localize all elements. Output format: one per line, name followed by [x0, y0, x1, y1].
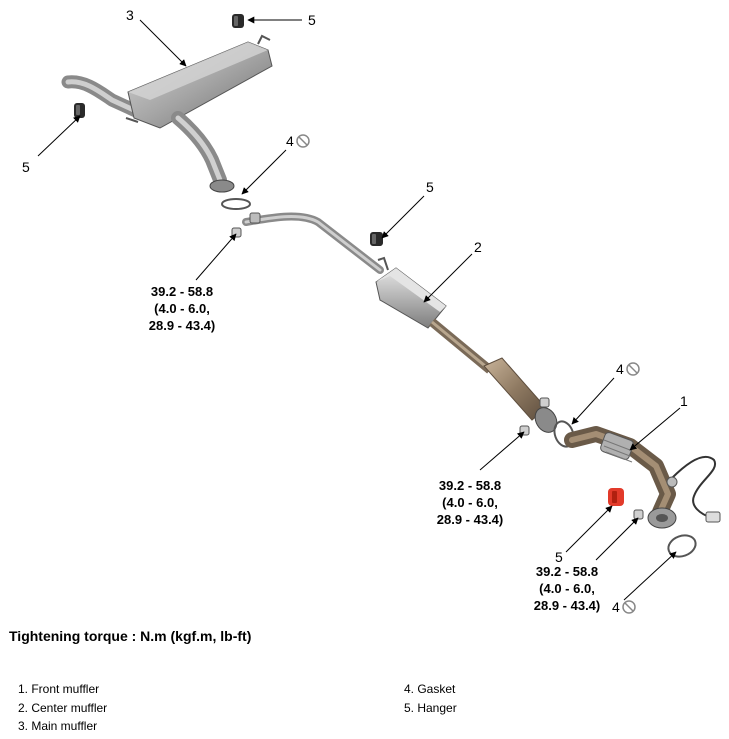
leader-5-left [37, 115, 81, 157]
callout-5-middle: 5 [426, 179, 434, 195]
leader-2 [423, 253, 473, 303]
legend-item-main-muffler: 3. Main muffler [18, 719, 98, 733]
torque-spec-rear: 39.2 - 58.8 (4.0 - 6.0, 28.9 - 43.4) [149, 284, 216, 333]
leader-torque-rear [195, 233, 237, 281]
leader-torque-front [595, 517, 639, 561]
do-not-reuse-icon [622, 600, 636, 614]
hanger-middle [370, 232, 383, 246]
torque-line2: (4.0 - 6.0, [442, 495, 498, 510]
bolt-rear [231, 227, 242, 238]
callout-4-rear: 4 [286, 133, 294, 149]
torque-line1: 39.2 - 58.8 [536, 564, 598, 579]
torque-line1: 39.2 - 58.8 [151, 284, 213, 299]
hanger-top [232, 14, 244, 28]
legend-right: 4. Gasket 5. Hanger [404, 680, 457, 717]
legend-item-front-muffler: 1. Front muffler [18, 682, 100, 696]
front-muffler [564, 426, 721, 529]
leader-3 [139, 19, 187, 67]
callout-5-front: 5 [555, 549, 563, 565]
hanger-left [74, 103, 85, 118]
torque-spec-middle: 39.2 - 58.8 (4.0 - 6.0, 28.9 - 43.4) [437, 478, 504, 527]
torque-line3: 28.9 - 43.4) [534, 598, 601, 613]
leader-torque-middle [479, 431, 525, 471]
exhaust-system-diagram: 3 5 5 4 5 2 4 1 5 4 39.2 - 58.8 (4.0 - 6… [22, 7, 721, 615]
leader-5-front [565, 505, 613, 553]
hanger-front [608, 488, 624, 506]
legend-item-center-muffler: 2. Center muffler [18, 700, 108, 715]
callout-4-front: 4 [612, 599, 620, 615]
do-not-reuse-icon [626, 362, 640, 376]
torque-unit-note: Tightening torque : N.m (kgf.m, lb-ft) [9, 628, 252, 644]
gasket-rear [221, 198, 251, 210]
callout-4-middle: 4 [616, 361, 624, 377]
gasket-front [667, 534, 697, 558]
torque-line3: 28.9 - 43.4) [437, 512, 504, 527]
torque-line2: (4.0 - 6.0, [154, 301, 210, 316]
callout-3: 3 [126, 7, 134, 23]
bolt-front [633, 509, 644, 520]
torque-line2: (4.0 - 6.0, [539, 581, 595, 596]
leader-5-middle [381, 195, 425, 239]
callout-5-top: 5 [308, 12, 316, 28]
leader-4-middle [571, 377, 615, 425]
legend-left: 1. Front muffler 2. Center muffler 3. Ma… [18, 680, 107, 736]
callout-2: 2 [474, 239, 482, 255]
leader-1 [629, 407, 681, 451]
torque-line3: 28.9 - 43.4) [149, 318, 216, 333]
callout-1: 1 [680, 393, 688, 409]
torque-line1: 39.2 - 58.8 [439, 478, 501, 493]
wire-connector-icon [705, 511, 721, 523]
leader-4-rear [241, 149, 287, 195]
leader-4-front [623, 551, 677, 601]
do-not-reuse-icon [296, 134, 310, 148]
center-muffler [242, 212, 558, 433]
torque-spec-front: 39.2 - 58.8 (4.0 - 6.0, 28.9 - 43.4) [534, 564, 601, 613]
legend-item-hanger: 5. Hanger [404, 700, 457, 715]
callout-5-left: 5 [22, 159, 30, 175]
legend-item-gasket: 4. Gasket [404, 682, 456, 696]
main-muffler [61, 34, 273, 193]
